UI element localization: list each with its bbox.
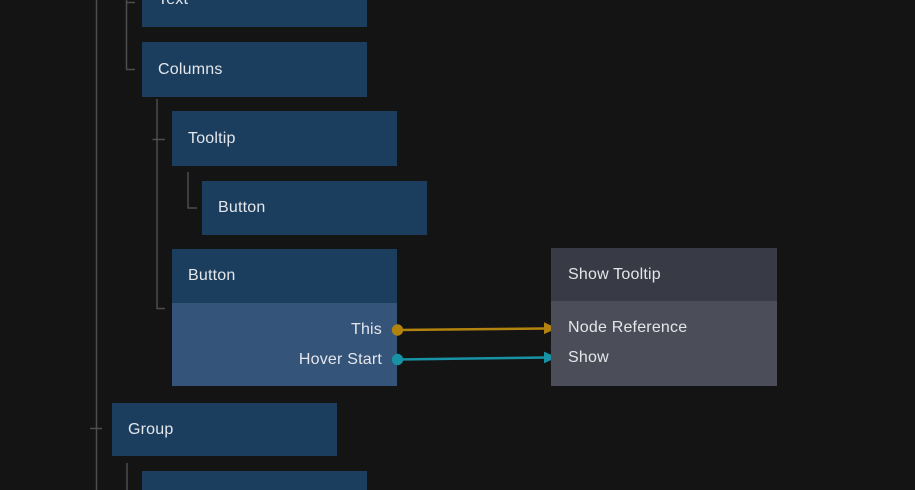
output-port-this[interactable]: This xyxy=(172,315,397,345)
input-port-label: Show xyxy=(568,349,609,366)
tree-node-tooltip[interactable]: Tooltip xyxy=(172,111,397,166)
output-port-label: Hover Start xyxy=(298,351,382,368)
tree-line-columns-children xyxy=(156,99,165,310)
action-node-body: Node Reference Show xyxy=(551,301,777,386)
input-port-label: Node Reference xyxy=(568,319,688,336)
tree-node-group[interactable]: Group xyxy=(112,403,337,456)
tree-elbow-button-inner xyxy=(187,172,197,209)
node-label: Tooltip xyxy=(188,129,236,147)
node-label: Button xyxy=(218,199,266,216)
node-label: Group xyxy=(128,420,174,438)
port-dot-hover-start[interactable] xyxy=(391,353,404,366)
node-label: Button xyxy=(188,267,236,284)
action-node-title-bar[interactable]: Show Tooltip xyxy=(551,248,777,301)
tree-node-columns[interactable]: Columns xyxy=(142,42,367,97)
tree-elbow-columns xyxy=(125,0,135,71)
input-port-node-reference[interactable]: Node Reference xyxy=(551,313,777,343)
tree-node-text[interactable]: Text xyxy=(142,0,367,27)
output-port-label: This xyxy=(350,321,382,338)
wire-hover-start-to-show[interactable] xyxy=(396,356,547,361)
tree-node-button-selected[interactable]: Button xyxy=(172,249,397,303)
node-label: Text xyxy=(158,0,188,9)
tree-node-clipped[interactable] xyxy=(142,471,367,490)
node-label: Columns xyxy=(158,60,223,78)
output-port-hover-start[interactable]: Hover Start xyxy=(172,345,397,375)
tree-node-button-nested[interactable]: Button xyxy=(202,181,427,235)
wire-this-to-node-reference[interactable] xyxy=(396,327,547,332)
action-node-show-tooltip: Show Tooltip Node Reference Show xyxy=(551,248,777,386)
node-outputs-panel: This Hover Start xyxy=(172,303,397,386)
action-node-title: Show Tooltip xyxy=(568,265,661,283)
input-port-show[interactable]: Show xyxy=(551,343,777,373)
port-dot-this[interactable] xyxy=(391,324,404,336)
